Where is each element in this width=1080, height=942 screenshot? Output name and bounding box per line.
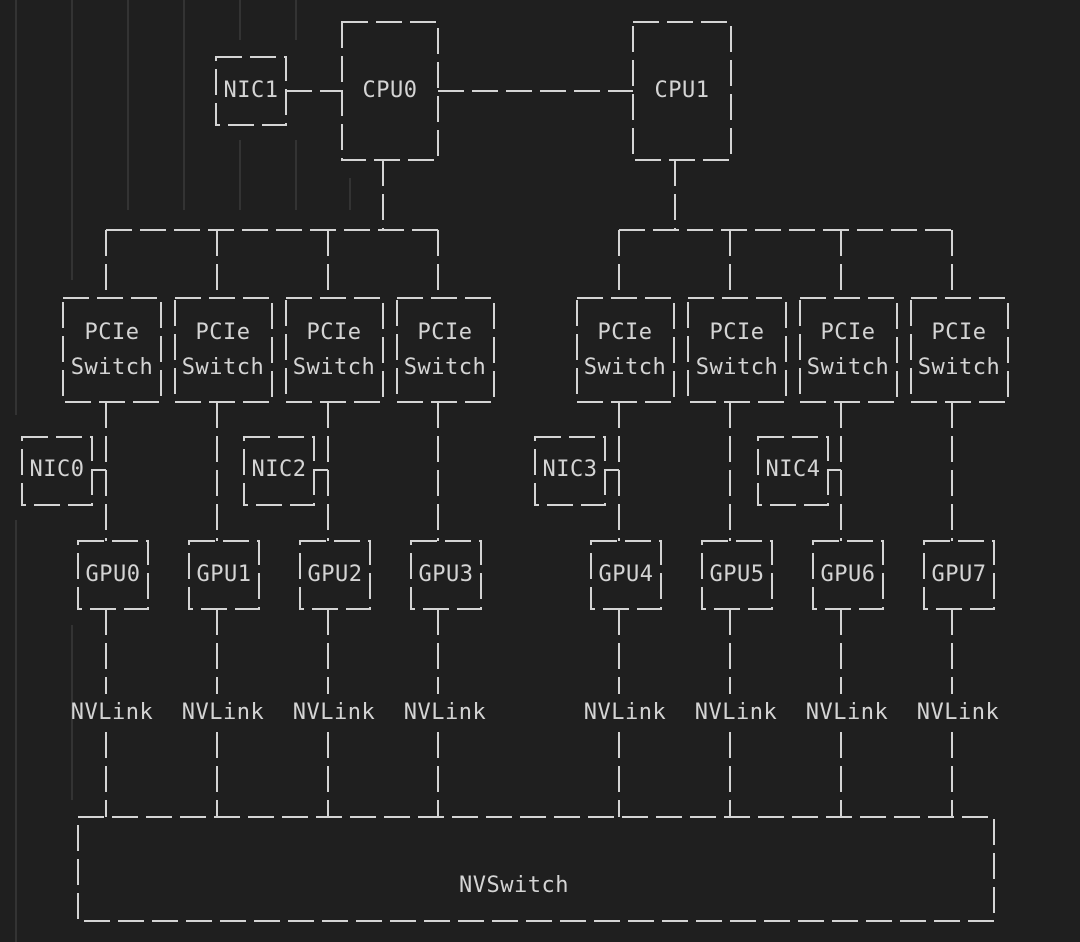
nvlink-label: NVLink [805,700,889,725]
nvlink-label: NVLink [292,700,376,725]
nvswitch-label: NVSwitch [459,873,569,898]
gpu-box [299,540,371,610]
switch-to-gpu-links [105,402,953,541]
pcie-switch-line1: PCIe [820,320,876,345]
pcie-switch-box [576,297,675,403]
pcie-switch-box [62,297,162,403]
pcie-switch-line2: Switch [70,355,154,380]
nvlink-label: NVLink [70,700,154,725]
gpu-label: GPU5 [709,562,765,587]
pcie-switch-line2: Switch [583,355,667,380]
pcie-switch-box [285,297,384,403]
pcie-switch-line1: PCIe [597,320,653,345]
gpu-label: GPU6 [820,562,876,587]
gpu-label: GPU3 [418,562,474,587]
pcie-switch-box [799,297,898,403]
pcie-switch-box [174,297,273,403]
nic3-label: NIC3 [542,457,598,482]
pcie-switch-line1: PCIe [306,320,362,345]
nvlink-lines [105,609,953,817]
gpu-label: GPU1 [196,562,252,587]
cpu1-label: CPU1 [654,78,710,103]
nvlink-label: NVLink [181,700,265,725]
gpu-box [590,540,662,610]
gpu-label: GPU2 [307,562,363,587]
background-guides [15,0,351,942]
gpu-box [701,540,773,610]
gpu-box [188,540,260,610]
nvlink-label: NVLink [916,700,1000,725]
pcie-switch-line1: PCIe [709,320,765,345]
nic1-label: NIC1 [223,78,279,103]
gpu-box [410,540,482,610]
nvswitch-box [77,816,995,922]
gpu-label: GPU0 [85,562,141,587]
nic-boxes [21,436,829,506]
bus-drops [105,230,953,298]
pcie-switch-line1: PCIe [195,320,251,345]
nic0-label: NIC0 [29,457,85,482]
nic2-label: NIC2 [251,457,307,482]
gpu-box [812,540,884,610]
pcie-switch-line2: Switch [181,355,265,380]
nvlink-label: NVLink [694,700,778,725]
gpu-label: GPU7 [931,562,987,587]
pcie-switch-line2: Switch [403,355,487,380]
gpu-box [923,540,995,610]
pcie-switch-line1: PCIe [931,320,987,345]
pcie-switch-box [396,297,495,403]
nic4-label: NIC4 [765,457,821,482]
pcie-switch-line1: PCIe [417,320,473,345]
gpu-box [77,540,149,610]
pcie-switch-line2: Switch [695,355,779,380]
pcie-switch-box [687,297,787,403]
pcie-switch-line2: Switch [917,355,1001,380]
cpu1-box [632,21,732,161]
nvlink-label: NVLink [583,700,667,725]
cpu0-label: CPU0 [362,78,418,103]
gpu-boxes [77,540,995,610]
pcie-switch-boxes [62,297,1009,403]
gpu-label: GPU4 [598,562,654,587]
pcie-switch-box [910,297,1009,403]
pcie-switch-line2: Switch [292,355,376,380]
pcie-switch-line2: Switch [806,355,890,380]
pcie-switch-line1: PCIe [84,320,140,345]
nvlink-label: NVLink [403,700,487,725]
